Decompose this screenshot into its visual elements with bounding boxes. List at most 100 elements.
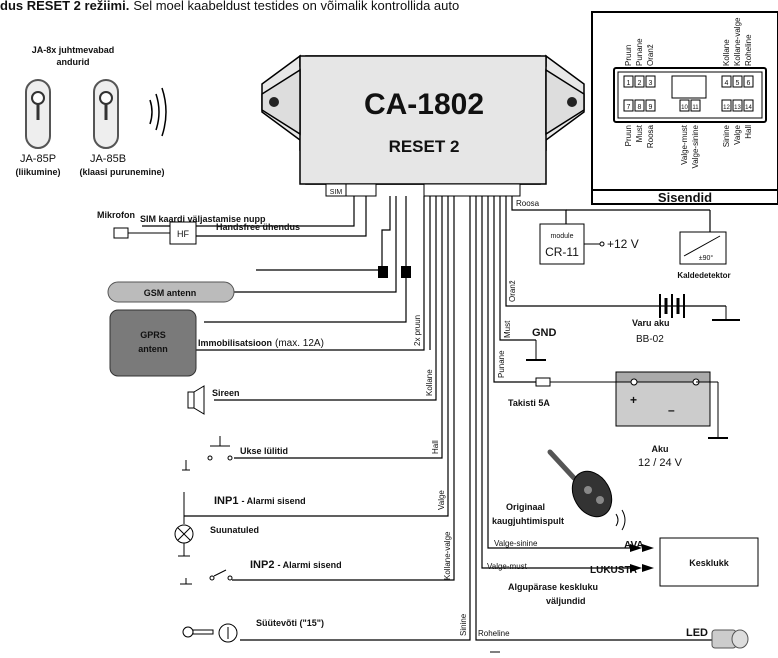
- sensors-title: JA-8x juhtmevabad: [32, 45, 115, 55]
- svg-text:5: 5: [736, 80, 740, 87]
- microphone-label: Mikrofon: [97, 210, 135, 220]
- svg-text:väljundid: väljundid: [546, 596, 586, 606]
- inp2-switch-icon: [180, 569, 233, 585]
- svg-text:module: module: [551, 233, 574, 240]
- hf-box: [169, 221, 197, 245]
- svg-text:14: 14: [745, 105, 752, 111]
- svg-text:Kollane: Kollane: [425, 369, 434, 396]
- svg-text:Hall: Hall: [744, 125, 753, 139]
- svg-text:JA-85B: JA-85B: [90, 153, 126, 165]
- svg-text:Roheline: Roheline: [744, 34, 753, 66]
- svg-text:GPRS: GPRS: [140, 330, 166, 340]
- header-title: dus RESET 2 režiimi.: [0, 0, 129, 13]
- svg-text:Valge: Valge: [733, 124, 742, 144]
- svg-text:3: 3: [649, 80, 653, 87]
- ava-arrow-icon: [630, 544, 654, 552]
- svg-text:Pruun: Pruun: [624, 125, 633, 146]
- svg-text:kaugjuhtimispult: kaugjuhtimispult: [492, 516, 564, 526]
- svg-text:Must: Must: [635, 124, 644, 142]
- svg-text:Valge-must: Valge-must: [487, 562, 528, 571]
- svg-text:Punane: Punane: [497, 350, 506, 378]
- svg-text:antenn: antenn: [138, 344, 168, 354]
- svg-text:7: 7: [627, 104, 631, 111]
- turn-light-icon: [174, 492, 194, 557]
- main-unit: CA-1802 RESET 2 SIM: [261, 54, 585, 197]
- central-lock-box: [659, 537, 759, 587]
- ignition-label: Süütevõti ("15"): [256, 618, 324, 628]
- svg-text:±90°: ±90°: [699, 254, 714, 262]
- svg-text:GSM antenn: GSM antenn: [144, 288, 197, 298]
- svg-text:Kollane-valge: Kollane-valge: [733, 17, 742, 66]
- svg-text:8: 8: [638, 104, 642, 111]
- connector-pins-top: 1 2 3 4 5 6: [623, 75, 754, 88]
- svg-text:6: 6: [747, 80, 751, 87]
- battery-label: Aku: [651, 444, 668, 454]
- gsm-antenna: [107, 281, 235, 303]
- svg-text:Punane: Punane: [635, 38, 644, 66]
- header-text: Sel moel kaabeldust testides on võimalik…: [133, 0, 459, 13]
- inp2-label: INP2- Alarmi sisend: [250, 559, 342, 571]
- svg-text:Originaal: Originaal: [506, 502, 545, 512]
- svg-text:Valge-must: Valge-must: [680, 124, 689, 165]
- svg-text:HF: HF: [177, 229, 189, 239]
- svg-text:4: 4: [725, 80, 729, 87]
- svg-text:Sinine: Sinine: [722, 124, 731, 147]
- gnd-label: GND: [532, 327, 557, 339]
- svg-text:10: 10: [681, 105, 688, 111]
- svg-text:9: 9: [649, 104, 653, 111]
- connector-pins-bottom: 7 8 9 10 11 12 13 14: [623, 99, 754, 112]
- svg-text:dus RESET 2 režiimi.Sel moel k: dus RESET 2 režiimi. Sel moel kaabeldust …: [0, 0, 459, 13]
- svg-text:Oranž: Oranž: [508, 280, 517, 302]
- svg-text:JA-85P: JA-85P: [20, 153, 56, 165]
- connector-panel-label: Sisendid: [658, 190, 712, 205]
- tilt-detector-label: Kaldedetektor: [677, 271, 730, 280]
- svg-text:Roheline: Roheline: [478, 629, 510, 638]
- svg-text:13: 13: [734, 105, 741, 111]
- siren-icon: [187, 385, 205, 415]
- led-label: LED: [686, 627, 708, 639]
- car-battery-icon: + –: [615, 371, 728, 439]
- sim-button-label: SIM kaardi väljastamise nupp: [140, 214, 266, 224]
- svg-text:12 / 24 V: 12 / 24 V: [638, 457, 683, 469]
- backup-battery-icon: [659, 294, 740, 321]
- svg-text:Kesklukk: Kesklukk: [689, 558, 730, 568]
- svg-text:CR-11: CR-11: [545, 245, 579, 259]
- svg-text:Pruun: Pruun: [624, 45, 633, 66]
- unit-mode: RESET 2: [389, 137, 460, 156]
- wireless-sensors: JA-8x juhtmevabad andurid JA-85P JA-85B …: [15, 45, 167, 177]
- wireless-wave-icon: [149, 99, 153, 125]
- svg-text:BB-02: BB-02: [636, 334, 664, 345]
- handsfree-label: Handsfree ühendus: [216, 222, 300, 232]
- fuse-label: Takisti 5A: [508, 398, 550, 408]
- backup-battery-label: Varu aku: [632, 318, 670, 328]
- door-switches-label: Ukse lülitid: [240, 446, 288, 456]
- svg-text:Hall: Hall: [431, 440, 440, 454]
- immobilizer-label: Immobilisatsioon(max. 12A): [198, 338, 324, 349]
- siren-label: Sireen: [212, 388, 240, 398]
- svg-text:Algupärase keskluku: Algupärase keskluku: [508, 582, 598, 592]
- svg-text:+12 V: +12 V: [607, 237, 639, 251]
- svg-text:12: 12: [723, 105, 730, 111]
- connector-panel: 1 2 3 4 5 6 7 8 9 10 11 12 13 14: [591, 11, 778, 205]
- svg-text:2: 2: [638, 80, 642, 87]
- microphone-icon: [113, 227, 170, 239]
- svg-text:Sinine: Sinine: [459, 613, 468, 636]
- led-icon: [711, 629, 749, 649]
- turn-lights-label: Suunatuled: [210, 525, 259, 535]
- svg-text:(klaasi purunemine): (klaasi purunemine): [79, 167, 164, 177]
- svg-text:11: 11: [692, 105, 699, 111]
- svg-text:Valge-sinine: Valge-sinine: [494, 539, 538, 548]
- lock-arrow-icon: [630, 564, 654, 572]
- svg-text:Valge: Valge: [437, 490, 446, 510]
- svg-text:LUKUSTA: LUKUSTA: [590, 565, 637, 576]
- svg-text:+: +: [630, 393, 637, 407]
- ignition-key-icon: [182, 623, 238, 643]
- door-switch-icon: [182, 436, 233, 471]
- svg-text:Must: Must: [503, 320, 512, 338]
- svg-text:2x pruun: 2x pruun: [413, 315, 422, 346]
- svg-text:andurid: andurid: [57, 57, 90, 67]
- svg-text:–: –: [668, 403, 675, 417]
- sim-slot-label: SIM: [330, 189, 343, 196]
- svg-text:Roosa: Roosa: [516, 199, 540, 208]
